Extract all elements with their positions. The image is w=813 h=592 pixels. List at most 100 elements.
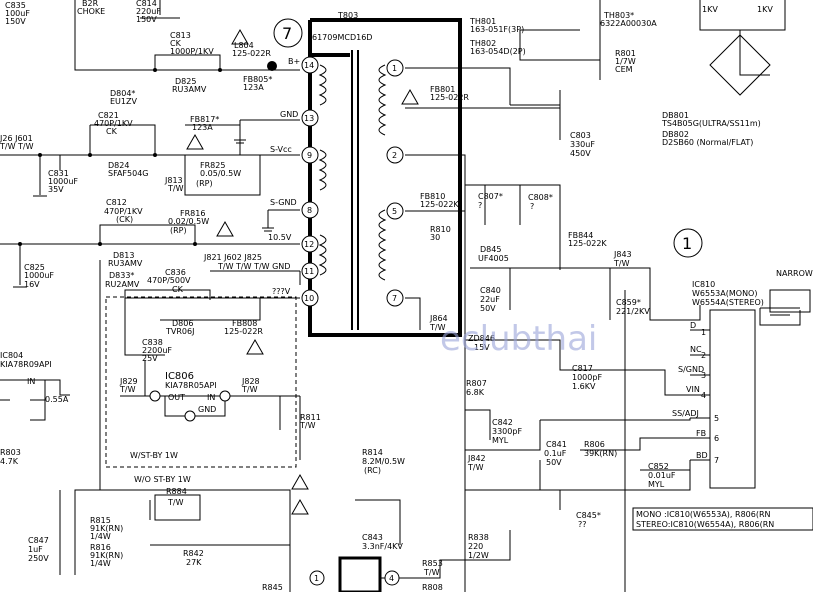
label: T/W <box>429 323 446 332</box>
tpin-10 <box>301 289 319 307</box>
ic810: 1 2 3 4 5 6 7 <box>690 289 811 489</box>
left-wiring <box>0 0 301 592</box>
label: 6.8K <box>466 388 485 397</box>
bplus-node <box>267 61 277 71</box>
label: CK <box>172 285 184 294</box>
label: DB802 <box>662 130 689 139</box>
label: (RP) <box>196 179 213 188</box>
label: 0.55A <box>45 395 69 404</box>
label: 1/4W <box>90 559 111 568</box>
label: CEM <box>615 65 633 74</box>
label: 330uF <box>570 140 595 149</box>
warning-icons <box>186 28 419 515</box>
label: R808 <box>422 583 443 592</box>
bottom-component-block <box>338 556 382 592</box>
ic810-pin-ssadj: SS/ADJ <box>672 409 699 418</box>
tpin-14-label: 14 <box>304 61 314 70</box>
warning-triangle-icon <box>186 133 204 150</box>
label: 91K(RN) <box>90 524 123 533</box>
svg-text:4: 4 <box>389 574 394 583</box>
label: FB808 <box>232 319 257 328</box>
label: R810 <box>430 225 451 234</box>
label: 125-022K <box>420 200 459 209</box>
label: D833* <box>109 271 134 280</box>
label: 1.6KV <box>572 382 596 391</box>
label: R845 <box>262 583 283 592</box>
label: 15V <box>474 343 490 352</box>
label: C840 <box>480 286 501 295</box>
label: C808* <box>528 193 553 202</box>
transformer-part: 61709MCD16D <box>312 33 372 42</box>
label: RU3AMV <box>172 85 207 94</box>
label: IC806 <box>165 371 194 382</box>
label: 450V <box>570 149 591 158</box>
label: (RC) <box>364 466 381 475</box>
label: 8.2M/0.5W <box>362 457 405 466</box>
label: MYL <box>648 480 665 489</box>
tpin-12 <box>301 235 319 253</box>
label: 123A <box>192 123 213 132</box>
label: 1KV <box>702 5 718 14</box>
tpin-11-label: 11 <box>304 267 314 276</box>
tpin-8-label: 8 <box>307 206 312 215</box>
label: RU3AMV <box>108 259 143 268</box>
ic810-pin-vin: VIN <box>686 385 700 394</box>
label: KIA78R09API <box>0 360 52 369</box>
right-wiring: 1 4 <box>309 0 786 592</box>
warning-triangle-icon <box>231 28 249 45</box>
ic810-pin-d: D <box>690 321 696 330</box>
warning-triangle-icon <box>291 498 309 515</box>
label: R807 <box>466 379 487 388</box>
label: C807* <box>478 192 503 201</box>
label: 125-022R <box>430 93 469 102</box>
label: KIA78R05API <box>165 381 217 390</box>
label: 1000P/1KV <box>170 47 214 56</box>
label: W/ST-BY 1W <box>130 451 178 460</box>
net-10-5v: 10.5V <box>268 233 292 242</box>
label: 0.02/0.5W <box>168 217 209 226</box>
label: C841 <box>546 440 567 449</box>
bottom-pin-4 <box>384 570 400 586</box>
ic810-body <box>709 309 756 489</box>
label: J842 <box>467 454 486 463</box>
bottom-pin-1 <box>309 570 325 586</box>
label: C842 <box>492 418 513 427</box>
label: R842 <box>183 549 204 558</box>
label: DB801 <box>662 111 689 120</box>
label: T/W <box>467 463 484 472</box>
label: T/W <box>167 184 184 193</box>
label: FR816 <box>180 209 205 218</box>
label: R814 <box>362 448 383 457</box>
label: D806 <box>172 319 193 328</box>
label: IN <box>207 393 215 402</box>
transformer-right-pins: 1 2 5 7 <box>386 59 404 307</box>
tpin-14 <box>301 56 319 74</box>
net-tw-gnd: T/W T/W T/W GND <box>217 262 290 271</box>
label: 220 <box>468 542 483 551</box>
label: CK <box>106 127 118 136</box>
tpin-7-label: 7 <box>392 294 397 303</box>
label: UF4005 <box>478 254 509 263</box>
transformer-t803: T803 61709MCD16D <box>308 11 462 337</box>
ic810-pin-nc: NC <box>690 345 702 354</box>
label: R815 <box>90 516 111 525</box>
label: TS4B05G(ULTRA/SS11m) <box>661 119 761 128</box>
label: 163-051F(3P) <box>470 25 524 34</box>
label: 221/2KV <box>616 307 650 316</box>
label: TH801 <box>469 17 496 26</box>
label: C825 <box>24 263 45 272</box>
label: D813 <box>113 251 134 260</box>
tpin-8 <box>301 201 319 219</box>
tpin-5 <box>386 202 404 220</box>
ic810-pin-7-num: 7 <box>714 456 719 465</box>
label: 3.3nF/4KV <box>362 542 403 551</box>
tpin-11 <box>301 262 319 280</box>
label: R811 <box>300 413 321 422</box>
warning-triangle-icon <box>401 88 419 105</box>
label: 123A <box>243 83 264 92</box>
label: L804 <box>234 41 254 50</box>
label: ZD846 <box>468 334 495 343</box>
label: ? <box>478 201 482 210</box>
